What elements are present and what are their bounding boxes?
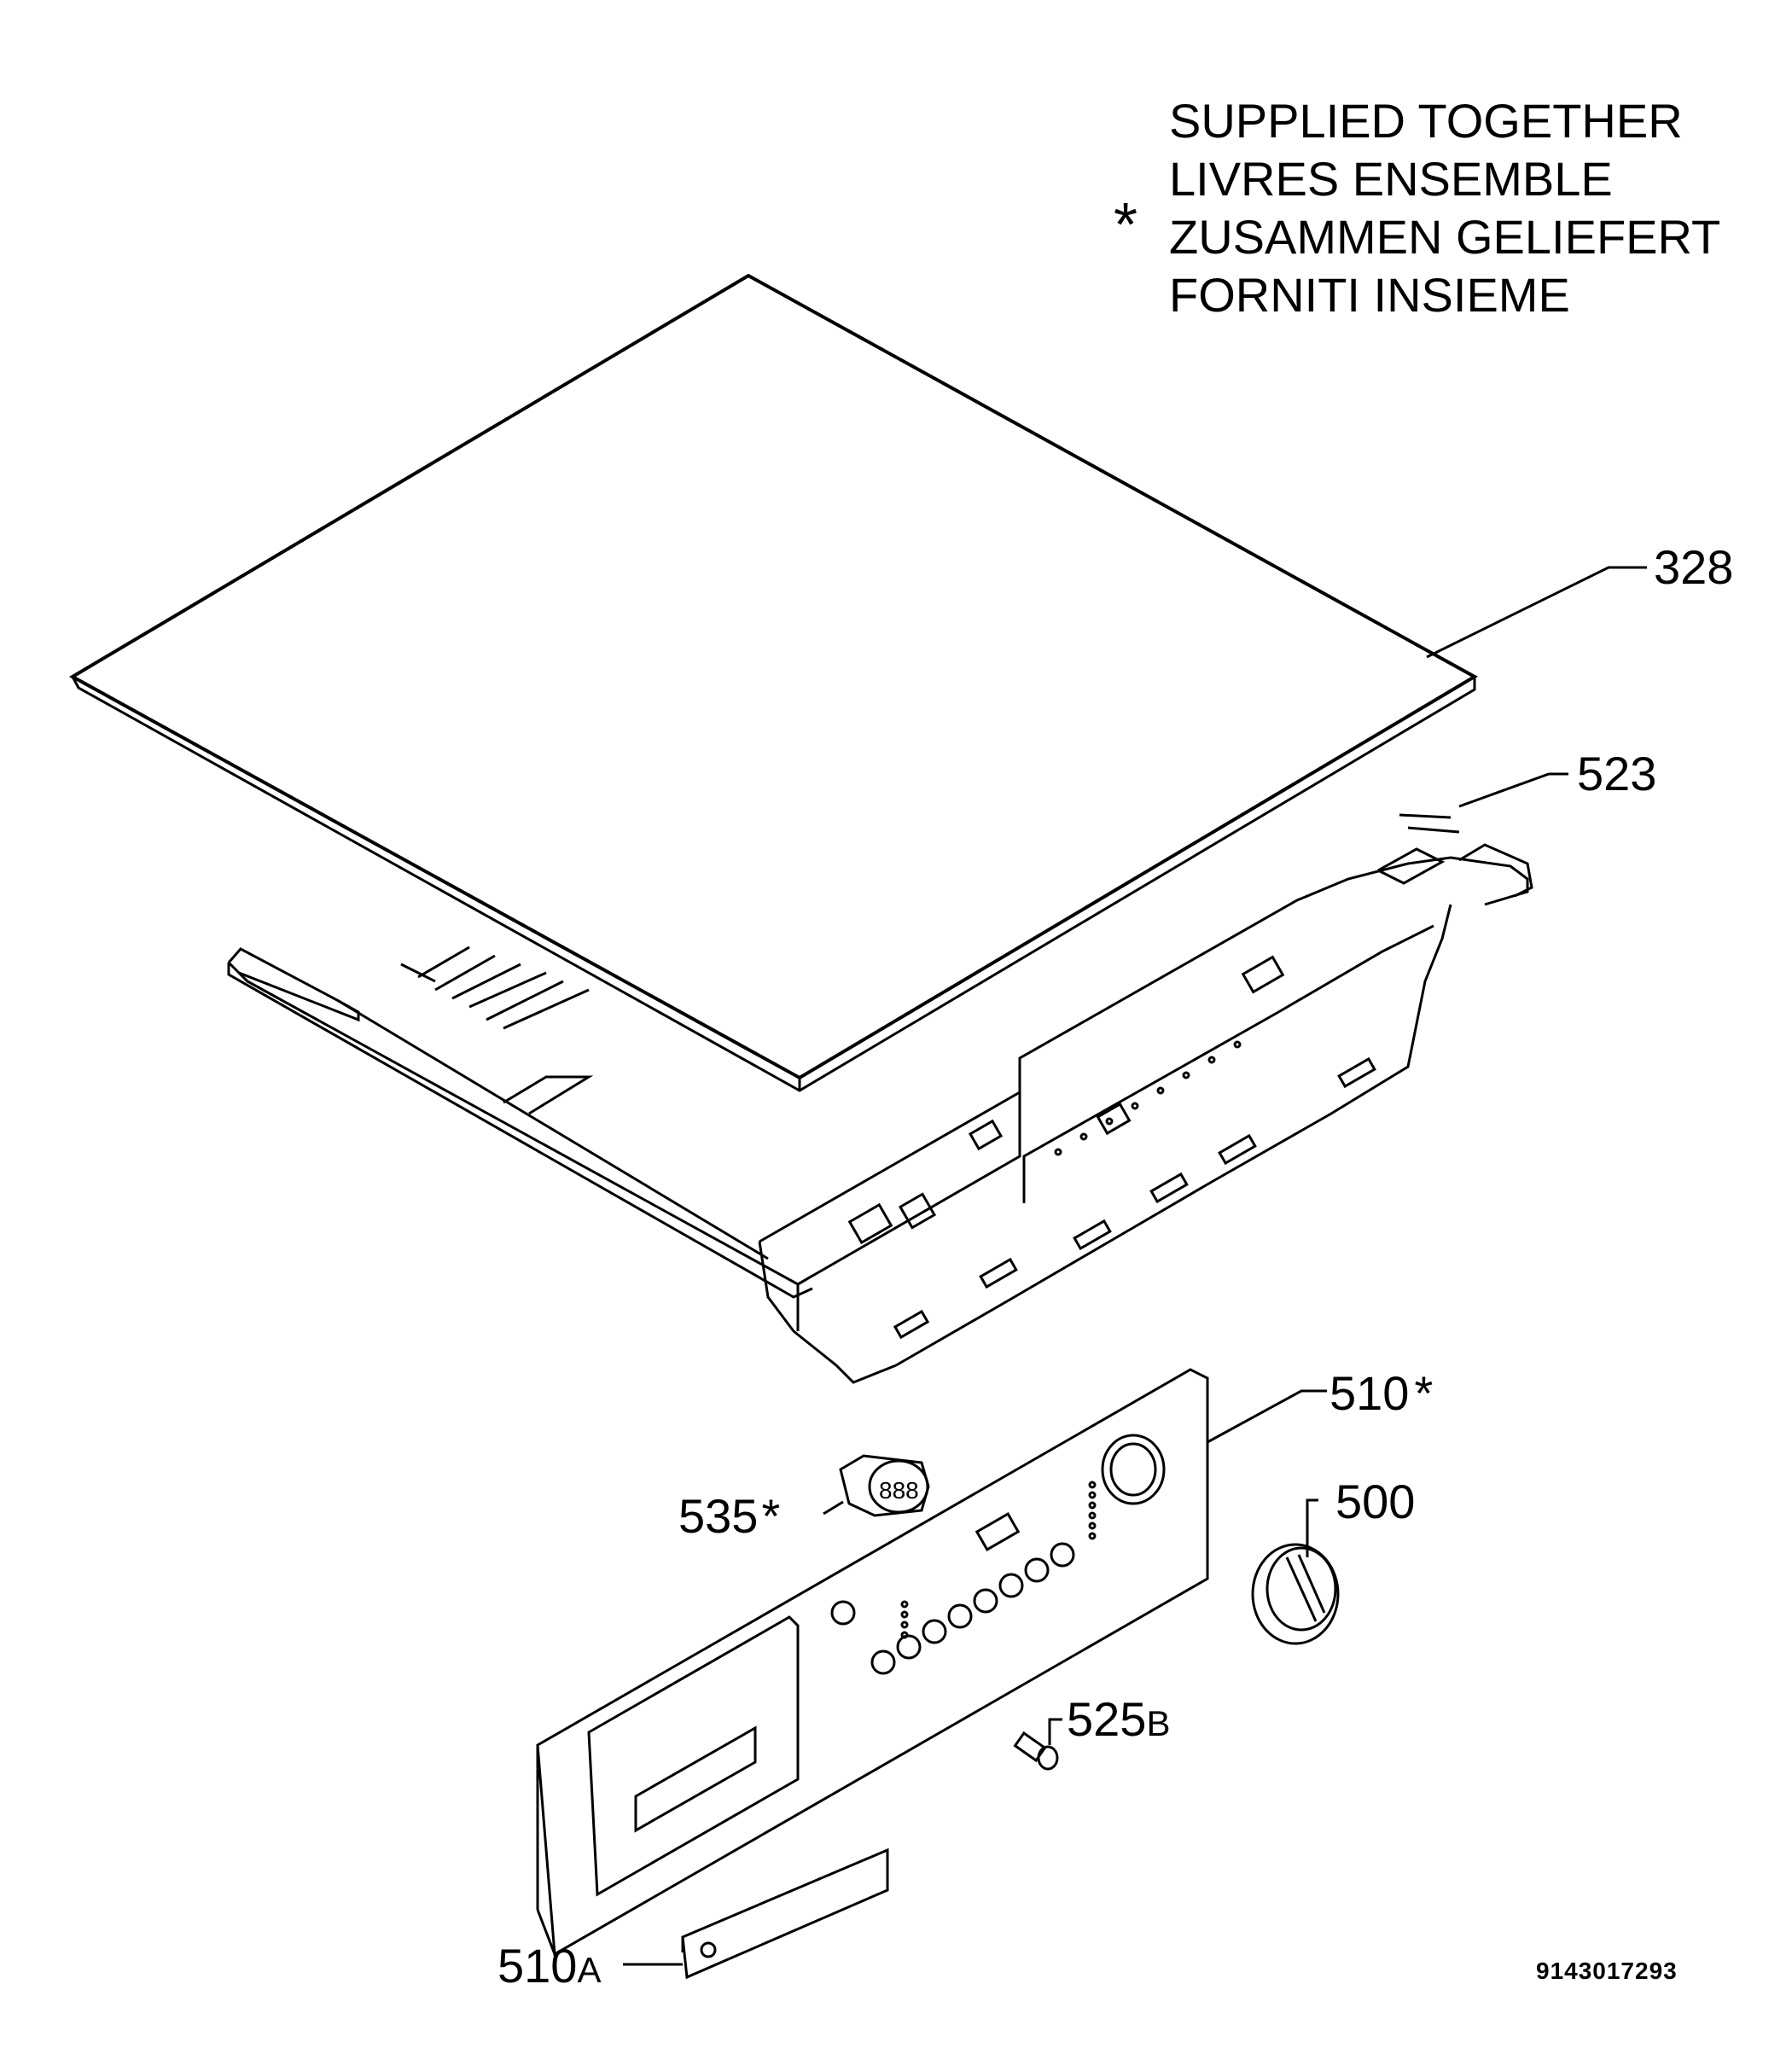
leader-525b — [1048, 1718, 1062, 1745]
label-525b-number: 525 — [1067, 1692, 1146, 1746]
label-328: 328 — [1654, 540, 1733, 594]
part-510-control-panel — [536, 1368, 1209, 1957]
leader-523 — [1458, 772, 1568, 808]
button-2 — [870, 1649, 896, 1675]
label-510-asterisk: * — [1414, 1366, 1433, 1420]
part-535-display-module: 888 — [839, 1454, 930, 1517]
label-510a-suffix: A — [577, 1950, 601, 1990]
legend: * SUPPLIED TOGETHER LIVRES ENSEMBLE ZUSA… — [1114, 92, 1721, 324]
legend-line-de: ZUSAMMEN GELIEFERT — [1169, 210, 1721, 264]
legend-line-fr: LIVRES ENSEMBLE — [1169, 152, 1613, 206]
label-535-asterisk: * — [761, 1489, 780, 1543]
button-1 — [830, 1600, 856, 1626]
label-523: 523 — [1577, 747, 1656, 800]
leader-328 — [1426, 566, 1647, 659]
display-module-digits: 888 — [879, 1477, 919, 1504]
display-window — [975, 1512, 1021, 1551]
label-525b-suffix: B — [1146, 1703, 1170, 1743]
document-number: 9143017293 — [1536, 1958, 1678, 1984]
leader-500 — [1306, 1498, 1318, 1557]
label-535: 535* — [678, 1489, 780, 1543]
button-6 — [973, 1588, 998, 1614]
label-525b: 525B — [1067, 1692, 1170, 1746]
label-510-number: 510 — [1329, 1366, 1409, 1420]
button-8 — [1024, 1557, 1050, 1583]
label-510a-number: 510 — [497, 1939, 577, 1993]
part-523-frame — [227, 813, 1533, 1384]
part-510a-panel-insert — [681, 1847, 889, 1980]
label-535-number: 535 — [678, 1489, 758, 1543]
button-3 — [896, 1634, 922, 1660]
button-7 — [998, 1573, 1024, 1598]
button-5 — [947, 1603, 973, 1629]
label-500: 500 — [1335, 1475, 1415, 1528]
part-328-top-cover — [68, 273, 1479, 1092]
button-4 — [922, 1619, 947, 1644]
legend-line-en: SUPPLIED TOGETHER — [1169, 94, 1683, 148]
part-525b-indicator-lamp — [1013, 1731, 1059, 1771]
label-510: 510* — [1329, 1366, 1433, 1420]
program-knob-opening — [1101, 1434, 1166, 1505]
button-9 — [1050, 1542, 1075, 1568]
legend-line-it: FORNITI INSIEME — [1169, 268, 1570, 322]
label-510a: 510A — [497, 1939, 601, 1993]
legend-asterisk: * — [1114, 191, 1138, 259]
part-500-knob — [1251, 1543, 1340, 1645]
leader-510 — [1207, 1389, 1327, 1444]
leader-535 — [823, 1500, 844, 1516]
